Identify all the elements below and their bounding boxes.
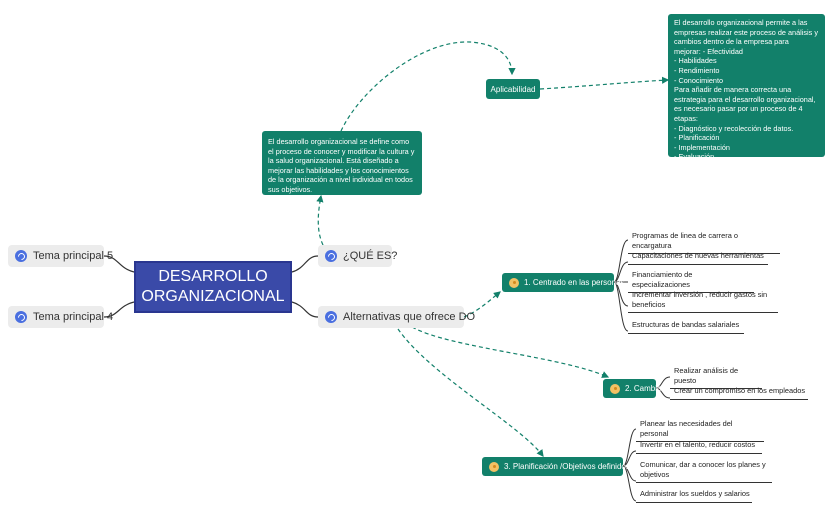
link-que-es <box>291 255 319 273</box>
aplicabilidad-line: empresas realizar este proceso de anális… <box>674 27 818 37</box>
branch-icon <box>610 383 620 394</box>
topic-tema-principal-4[interactable]: Tema principal 4 <box>8 306 113 328</box>
link-alternativas <box>291 301 319 318</box>
aplicabilidad-box[interactable]: El desarrollo organizacional permite a l… <box>668 14 825 161</box>
aplicabilidad-line: estrategia para el desarrollo organizaci… <box>674 94 816 104</box>
link-planificacion <box>397 328 544 457</box>
branch-cambio[interactable]: 2. Cambio <box>603 379 661 398</box>
topic-icon <box>325 250 337 262</box>
leaf-item[interactable]: Capacitaciones de nuevas herramientas <box>628 251 768 265</box>
aplicabilidad-line: - Conocimiento <box>674 75 724 85</box>
leaf-item[interactable]: Estructuras de bandas salariales <box>628 320 744 334</box>
branch-icon <box>489 461 499 472</box>
link-centrado <box>463 291 501 318</box>
leaf-item[interactable]: Crear un compromiso en los empleados <box>670 386 808 400</box>
link-tema5 <box>103 255 135 273</box>
leaf-item[interactable]: Programas de linea de carrera o encargat… <box>628 231 780 255</box>
aplicabilidad-line: es necesario pasar por un proceso de 4 <box>674 104 803 114</box>
leaf-item[interactable]: Comunicar, dar a conocer los planes y ob… <box>636 460 772 484</box>
link-tema4 <box>103 301 135 318</box>
branch-label: 2. Cambio <box>625 384 662 393</box>
definition-box[interactable]: El desarrollo organizacional se define c… <box>262 131 422 195</box>
aplicabilidad-line: - Planificación <box>674 133 720 143</box>
topic-alternativas[interactable]: Alternativas que ofrece DO <box>318 306 475 328</box>
topic-label: Tema principal 5 <box>33 250 114 262</box>
link-aplicabilidad <box>340 41 516 132</box>
branch-label: 1. Centrado en las personas <box>524 278 625 287</box>
leaf-item[interactable]: Incrementar inversión , reducir gastos s… <box>628 290 778 314</box>
topic-que-es[interactable]: ¿QUÉ ES? <box>318 245 397 267</box>
leaf-item[interactable]: Realizar análisis de puesto <box>670 366 762 390</box>
aplicabilidad-label: Aplicabilidad <box>490 84 536 94</box>
topic-label: ¿QUÉ ES? <box>343 250 398 262</box>
link-def-box <box>316 194 324 246</box>
link-cambio <box>411 326 610 378</box>
aplicabilidad-line: - Implementación <box>674 142 730 152</box>
topic-label: Alternativas que ofrece DO <box>343 311 476 323</box>
topic-icon <box>15 311 27 323</box>
branch-label: 3. Planificación /Objetivos definidos <box>504 462 630 471</box>
branch-centrado[interactable]: 1. Centrado en las personas <box>502 273 625 292</box>
aplicabilidad-line: etapas: <box>674 113 698 123</box>
aplicabilidad-line: - Diagnóstico y recolección de datos. <box>674 123 794 133</box>
aplicabilidad-line: El desarrollo organizacional permite a l… <box>674 18 808 27</box>
aplicabilidad-line: - Habilidades <box>674 56 717 66</box>
topic-icon <box>325 311 337 323</box>
aplicabilidad-line: - Rendimiento <box>674 65 720 75</box>
aplicabilidad-line: Para añadir de manera correcta una <box>674 85 792 95</box>
aplicabilidad-line: cambios dentro de la empresa para <box>674 37 789 47</box>
leaf-item[interactable]: Invertir en el talento, reducir costos <box>636 440 762 454</box>
leaf-item[interactable]: Financiamiento de especializaciones <box>628 270 754 294</box>
aplicabilidad-node[interactable]: Aplicabilidad <box>486 79 540 99</box>
aplicabilidad-line: - Evaluación <box>674 152 715 162</box>
leaf-item[interactable]: Administrar los sueldos y salarios <box>636 489 752 503</box>
topic-label: Tema principal 4 <box>33 311 114 323</box>
central-topic[interactable]: DESARROLLO ORGANIZACIONAL <box>134 261 292 313</box>
branch-planificacion[interactable]: 3. Planificación /Objetivos definidos <box>482 457 630 476</box>
leaf-item[interactable]: Planear las necesidades del personal <box>636 419 764 443</box>
aplicabilidad-line: mejorar: - Efectividad <box>674 46 743 56</box>
topic-icon <box>15 250 27 262</box>
link-aplic-box <box>539 76 670 90</box>
branch-icon <box>509 277 519 288</box>
topic-tema-principal-5[interactable]: Tema principal 5 <box>8 245 113 267</box>
